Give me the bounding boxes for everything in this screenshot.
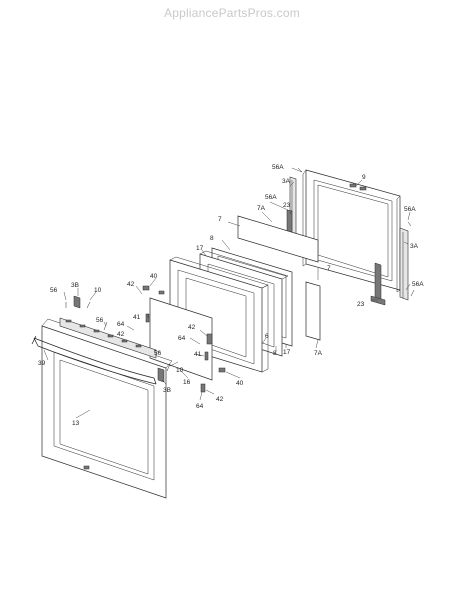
label-7A: 7A [314, 350, 323, 357]
door-insulation-side-part [305, 281, 321, 341]
door-inner-glass-part [149, 297, 213, 381]
label-56: 56 [154, 350, 162, 357]
label-3B: 3B [71, 282, 79, 289]
label-8: 8 [210, 235, 214, 242]
label-23: 23 [283, 202, 291, 209]
label-17: 17 [283, 349, 291, 356]
label-41: 41 [133, 314, 141, 321]
label-56: 56 [50, 287, 58, 294]
label-6: 6 [265, 333, 269, 340]
label-64: 64 [178, 335, 186, 342]
hinge-bracket-lower-part [370, 262, 386, 306]
label-56A: 56A [404, 206, 416, 213]
label-42: 42 [117, 331, 125, 338]
screw-part [65, 167, 415, 372]
glass-retainer-lower-part [218, 367, 226, 373]
label-8: 8 [273, 350, 277, 357]
hinge-cover-lower-part [157, 367, 165, 383]
door-vent-trim-part [59, 317, 157, 359]
outer-door-panel-part [41, 318, 173, 499]
door-handle-part [31, 335, 157, 385]
label-41: 41 [194, 351, 202, 358]
door-side-channel-right-part [399, 227, 409, 301]
label-13: 13 [72, 420, 80, 427]
watermark: AppliancePartsPros.com [164, 6, 300, 20]
label-10: 10 [94, 287, 102, 294]
label-9: 9 [362, 174, 366, 181]
label-10: 10 [176, 367, 184, 374]
label-56A: 56A [272, 164, 284, 171]
label-7: 7 [327, 265, 331, 272]
label-64: 64 [117, 321, 125, 328]
label-3A: 3A [282, 178, 291, 185]
label-42: 42 [216, 396, 224, 403]
label-7A: 7A [257, 205, 266, 212]
label-3B: 3B [163, 387, 171, 394]
label-23: 23 [357, 301, 365, 308]
inner-door-liner-part [302, 169, 401, 293]
leader-lines [43, 167, 411, 419]
label-7: 7 [218, 216, 222, 223]
label-42: 42 [188, 324, 196, 331]
label-16: 16 [183, 379, 191, 386]
label-40: 40 [236, 380, 244, 387]
label-56A: 56A [412, 281, 424, 288]
label-56A: 56A [265, 194, 277, 201]
label-40: 40 [150, 273, 158, 280]
door-clip-part [145, 313, 209, 361]
label-64: 64 [196, 403, 204, 410]
label-17: 17 [196, 245, 204, 252]
door-insulation-top-part [237, 215, 319, 263]
label-39: 39 [38, 360, 46, 367]
part-labels: 56A 9 3A 56A 7A 23 56A 7 3A 8 17 56A 7 4… [38, 164, 424, 427]
glass-retainer-upper-part [142, 285, 165, 295]
label-56: 56 [96, 317, 104, 324]
door-bracket-part [200, 333, 213, 393]
label-3A: 3A [410, 243, 419, 250]
hinge-cover-upper-part [73, 295, 81, 309]
label-42: 42 [127, 281, 135, 288]
